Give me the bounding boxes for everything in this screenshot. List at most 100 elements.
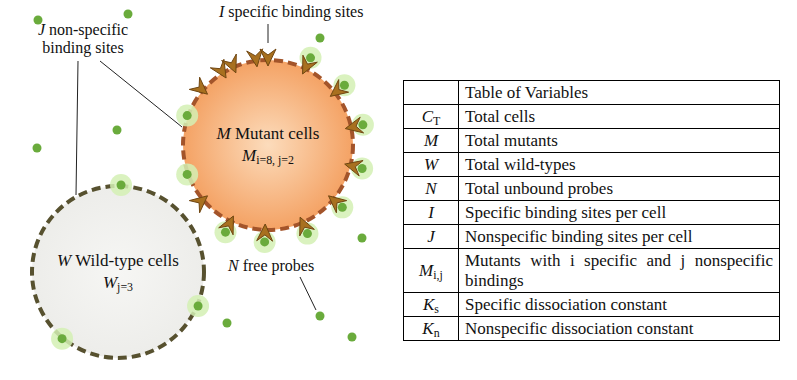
specific-site [260, 49, 276, 66]
subscript: j=3 [117, 280, 133, 294]
variable-description: Specific binding sites per cell [459, 201, 780, 225]
binding-sites [51, 174, 209, 350]
variable-description: Nonspecific dissociation constant [459, 317, 780, 341]
variable-description: Nonspecific binding sites per cell [459, 225, 780, 249]
symbol: W [424, 155, 438, 174]
variable-description: Total mutants [459, 129, 780, 153]
cell-text: M Mutant cellsMi=8, j=2 [181, 58, 355, 232]
symbol: W [103, 273, 117, 292]
table-row: Table of Variables [404, 81, 780, 105]
symbol: N [228, 257, 239, 274]
symbol: N [425, 179, 436, 198]
specific-site [300, 217, 315, 236]
table-row: CTTotal cells [404, 105, 780, 129]
variable-symbol: W [404, 153, 459, 177]
cell-outline [181, 58, 355, 232]
cell-membrane [32, 186, 204, 358]
cell-count: Wj=3 [103, 272, 133, 294]
subscript: i,j [433, 268, 443, 282]
variable-symbol: Ks [404, 293, 459, 317]
symbol: K [423, 295, 434, 314]
table-body: Table of VariablesCTTotal cellsMTotal mu… [404, 81, 780, 341]
variable-description: Total unbound probes [459, 177, 780, 201]
binding-sites [176, 47, 374, 253]
variable-description: Total cells [459, 105, 780, 129]
variables-table: Table of VariablesCTTotal cellsMTotal mu… [403, 80, 780, 341]
subscript: s [434, 302, 439, 316]
variable-description: Specific dissociation constant [459, 293, 780, 317]
symbol: K [422, 319, 433, 338]
symbol: J [38, 21, 45, 38]
table-row: Mi,jMutants with i specific and j nonspe… [404, 249, 780, 293]
symbol: M [419, 261, 433, 280]
symbol: M [242, 146, 256, 165]
binding-site-label: J non-specific binding sites [24, 21, 142, 57]
variable-symbol: N [404, 177, 459, 201]
subscript: i=8, j=2 [256, 153, 294, 167]
subscript: n [434, 326, 440, 340]
mutant-cell: M Mutant cellsMi=8, j=2 [181, 58, 355, 232]
bound-probe [194, 301, 203, 310]
specific-site [330, 80, 348, 97]
table-cell [404, 81, 459, 105]
specific-site [219, 216, 234, 235]
cell-title: M Mutant cells [217, 123, 320, 145]
cell-membrane [183, 60, 353, 230]
binding-site-label: I specific binding sites [219, 3, 363, 21]
specific-site [247, 49, 263, 67]
bound-probe [338, 203, 347, 212]
wild-type-cell: W Wild-type cellsWj=3 [30, 184, 206, 360]
cell-text: W Wild-type cellsWj=3 [30, 184, 206, 360]
variable-symbol: M [404, 129, 459, 153]
subscript: T [433, 114, 440, 128]
variable-symbol: I [404, 201, 459, 225]
table-row: I Specific binding sites per cell [404, 201, 780, 225]
symbol: C [422, 107, 433, 126]
table-row: KsSpecific dissociation constant [404, 293, 780, 317]
table-row: KnNonspecific dissociation constant [404, 317, 780, 341]
variable-symbol: Mi,j [404, 249, 459, 293]
bound-probe [260, 237, 269, 246]
table-header: Table of Variables [459, 81, 780, 105]
symbol: M [424, 131, 438, 150]
bound-probe [221, 228, 230, 237]
table-row: N Total unbound probes [404, 177, 780, 201]
probe-glow [176, 105, 198, 127]
bound-probe [58, 334, 67, 343]
bound-probe [340, 81, 349, 90]
symbol: I [428, 203, 434, 222]
probe-glow [110, 174, 132, 196]
specific-site [345, 161, 363, 177]
bound-probe [358, 120, 367, 129]
variable-symbol: J [404, 225, 459, 249]
symbol: M [217, 124, 231, 143]
cell-title: W Wild-type cells [57, 250, 179, 272]
specific-site [189, 77, 207, 94]
specific-site [303, 55, 318, 74]
cell-count: Mi=8, j=2 [242, 145, 294, 167]
variable-symbol: CT [404, 105, 459, 129]
symbol: J [427, 227, 435, 246]
probe-glow [51, 328, 73, 350]
specific-site [257, 224, 273, 241]
bound-probe [117, 181, 126, 190]
symbol: I [219, 3, 224, 20]
table-row: J Nonspecific binding sites per cell [404, 225, 780, 249]
bound-probe [306, 53, 315, 62]
cell-outline [30, 184, 206, 360]
bound-probe [183, 170, 192, 179]
probe-glow [176, 163, 198, 185]
specific-site [329, 196, 347, 213]
specific-site [345, 117, 363, 133]
symbol: W [57, 251, 71, 270]
variable-description: Total wild-types [459, 153, 780, 177]
bound-probe [183, 111, 192, 120]
probe-glow [187, 295, 209, 317]
table-row: M Total mutants [404, 129, 780, 153]
specific-site [222, 54, 237, 73]
variable-description: Mutants with i specific and j nonspecifi… [459, 249, 780, 293]
table-row: W Total wild-types [404, 153, 780, 177]
variable-symbol: Kn [404, 317, 459, 341]
bound-probe [358, 164, 367, 173]
